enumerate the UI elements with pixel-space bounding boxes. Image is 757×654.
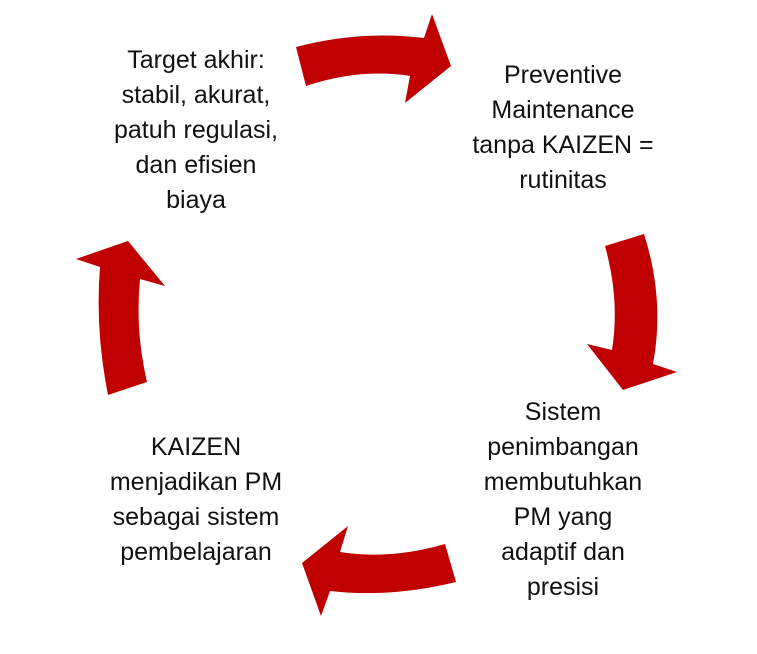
node-line: tanpa KAIZEN =: [472, 131, 654, 159]
node-line: PM yang: [513, 503, 613, 531]
node-line: patuh regulasi,: [113, 116, 278, 144]
node-kaizen: KAIZEN menjadikan PM sebagai sistem pemb…: [66, 430, 326, 570]
node-line: KAIZEN: [150, 433, 242, 461]
node-line: Target akhir:: [127, 46, 265, 74]
arrow-top-right: [296, 14, 451, 103]
node-line: menjadikan PM: [109, 468, 283, 496]
node-preventive-maintenance: Preventive Maintenance tanpa KAIZEN = ru…: [433, 58, 693, 198]
node-line: sebagai sistem: [112, 503, 280, 531]
node-line: biaya: [166, 186, 226, 214]
node-line: Sistem: [524, 398, 602, 426]
arrow-bottom-left: [302, 526, 456, 616]
node-line: adaptif dan: [501, 538, 625, 566]
arrow-left-up: [76, 241, 165, 395]
node-line: penimbangan: [487, 433, 639, 461]
node-line: presisi: [526, 573, 600, 601]
node-sistem-penimbangan: Sistem penimbangan membutuhkan PM yang a…: [433, 395, 693, 605]
node-line: Maintenance: [491, 96, 635, 124]
node-line: rutinitas: [519, 166, 607, 194]
node-line: pembelajaran: [120, 538, 272, 566]
arrow-right-down: [587, 234, 677, 390]
node-line: dan efisien: [135, 151, 257, 179]
node-target-akhir: Target akhir: stabil, akurat, patuh regu…: [66, 43, 326, 218]
node-line: stabil, akurat,: [121, 81, 271, 109]
node-line: Preventive: [503, 61, 623, 89]
node-line: membutuhkan: [483, 468, 643, 496]
